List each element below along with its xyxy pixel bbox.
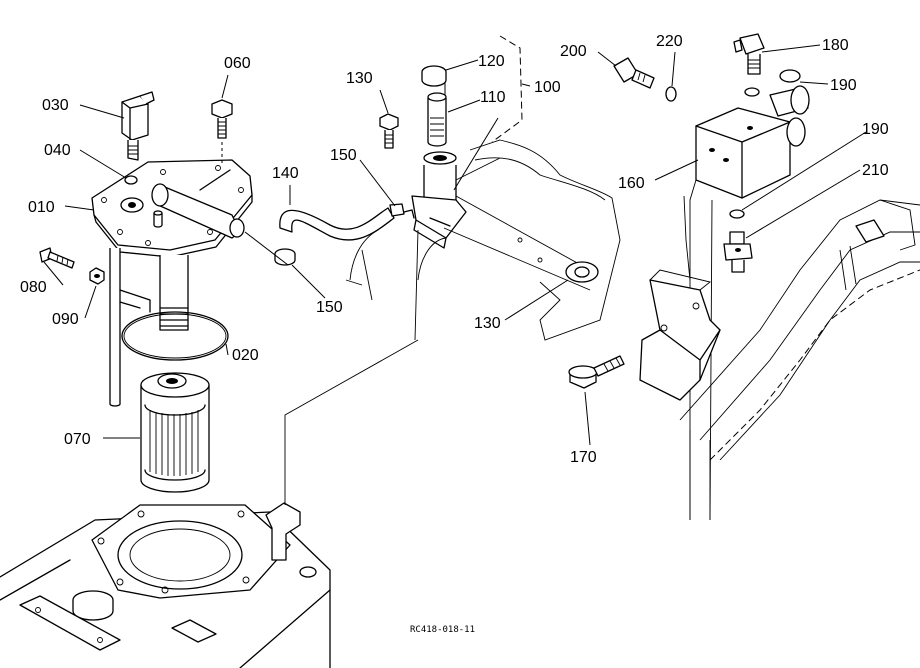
o-ring-220 (665, 86, 677, 102)
bracket-assembly-100 (284, 35, 621, 505)
leader-lines (43, 44, 867, 446)
callout-080: 080 (20, 279, 47, 296)
o-ring-020 (121, 311, 229, 361)
hose-clamp-150 (274, 203, 415, 266)
filter-cover-plate (91, 159, 253, 407)
valve-block-160 (689, 85, 810, 521)
callout-160: 160 (618, 175, 645, 192)
bolt-080 (39, 247, 75, 269)
callout-120: 120 (478, 53, 505, 70)
callout-150-b: 150 (316, 299, 343, 316)
machine-frame (639, 195, 920, 520)
callout-100: 100 (534, 79, 561, 96)
callout-210: 210 (862, 162, 889, 179)
fitting-180 (733, 33, 765, 75)
o-ring-190-bottom (729, 209, 745, 219)
callout-170: 170 (570, 449, 597, 466)
bolt-060 (211, 99, 233, 165)
callout-010: 010 (28, 199, 55, 216)
callout-150-a: 150 (330, 147, 357, 164)
callout-130-a: 130 (346, 70, 373, 87)
callout-070: 070 (64, 431, 91, 448)
callout-140: 140 (272, 165, 299, 182)
o-ring-040 (124, 175, 138, 185)
callout-030: 030 (42, 97, 69, 114)
hydraulic-tank (0, 502, 331, 668)
callout-060: 060 (224, 55, 251, 72)
pressure-switch-030 (121, 91, 155, 161)
callout-190-b: 190 (862, 121, 889, 138)
callout-130-b: 130 (474, 315, 501, 332)
callout-220: 220 (656, 33, 683, 50)
o-ring-190-top (744, 87, 760, 97)
suction-filter-element (140, 372, 210, 493)
o-ring-190-side (779, 69, 801, 83)
callout-180: 180 (822, 37, 849, 54)
callout-040: 040 (44, 142, 71, 159)
fitting-210 (723, 231, 753, 273)
callout-020: 020 (232, 347, 259, 364)
return-hose-140 (279, 207, 395, 241)
fitting-200 (613, 57, 655, 89)
bolt-170 (568, 355, 625, 389)
callout-190-a: 190 (830, 77, 857, 94)
callout-110: 110 (480, 89, 506, 106)
callout-200: 200 (560, 43, 587, 60)
nut-090 (89, 267, 105, 285)
callout-090: 090 (52, 311, 79, 328)
drawing-code: RC418-018-11 (410, 625, 475, 635)
